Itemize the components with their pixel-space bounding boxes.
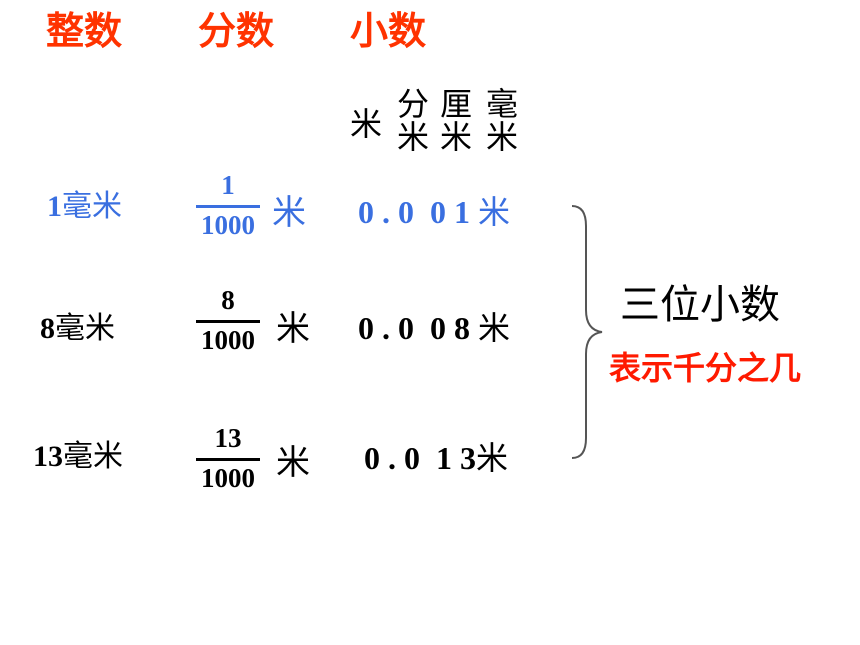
unit-millimeter-top: 毫 (486, 85, 519, 123)
row2-denominator: 1000 (201, 325, 255, 355)
unit-centimeter: 厘 米 (440, 88, 472, 153)
row2-length: 8毫米 (40, 314, 115, 344)
row1-numerator: 1 (221, 170, 235, 200)
row1-decimal-unit: 米 (478, 193, 511, 231)
row1-decimal: 0 . 0 0 1 米 (358, 196, 510, 228)
header-integer: 整数 (46, 9, 123, 53)
row3-fraction-unit: 米 (276, 443, 310, 483)
row2-decimal-unit: 米 (478, 309, 511, 347)
row3-length: 13毫米 (33, 442, 123, 472)
row1-length-unit: 毫米 (62, 189, 122, 224)
header-decimal: 小数 (350, 9, 427, 53)
row1-length: 1毫米 (47, 192, 122, 222)
row3-decimal: 0 . 0 1 3米 (364, 442, 508, 474)
unit-meter: 米 (350, 105, 383, 143)
row2-fraction-bar (196, 320, 260, 323)
row1-fraction-bar (196, 205, 260, 208)
row1-fraction: 1 1000 (196, 172, 260, 239)
row1-decimal-value: 0 . 0 0 1 (358, 194, 470, 230)
row2-decimal-value: 0 . 0 0 8 (358, 310, 470, 346)
unit-millimeter: 毫 米 (486, 88, 518, 153)
row3-fraction-bar (196, 458, 260, 461)
row3-decimal-unit: 米 (476, 439, 509, 477)
row1-length-number: 1 (47, 190, 62, 223)
summary-subtitle: 表示千分之几 (609, 349, 802, 387)
right-curly-brace (571, 205, 603, 459)
header-fraction: 分数 (198, 9, 275, 53)
unit-centimeter-bottom: 米 (440, 117, 473, 156)
row2-fraction-unit: 米 (276, 309, 310, 349)
unit-decimeter-top: 分 (397, 85, 430, 123)
row1-fraction-unit: 米 (272, 193, 306, 233)
row2-length-unit: 毫米 (55, 311, 115, 346)
unit-millimeter-bottom: 米 (486, 117, 519, 156)
row3-denominator: 1000 (201, 463, 255, 493)
row3-numerator: 13 (214, 423, 242, 453)
unit-decimeter-bottom: 米 (397, 117, 430, 156)
row3-fraction: 13 1000 (196, 425, 260, 492)
row3-length-number: 13 (33, 440, 63, 473)
row2-fraction: 8 1000 (196, 287, 260, 354)
row3-decimal-value: 0 . 0 1 3 (364, 440, 476, 476)
row1-denominator: 1000 (201, 210, 255, 240)
row2-length-number: 8 (40, 312, 55, 345)
row2-numerator: 8 (221, 285, 235, 315)
row3-length-unit: 毫米 (63, 439, 123, 474)
summary-title: 三位小数 (620, 282, 780, 328)
unit-centimeter-top: 厘 (440, 85, 473, 123)
unit-decimeter: 分 米 (397, 88, 429, 153)
row2-decimal: 0 . 0 0 8 米 (358, 312, 510, 344)
